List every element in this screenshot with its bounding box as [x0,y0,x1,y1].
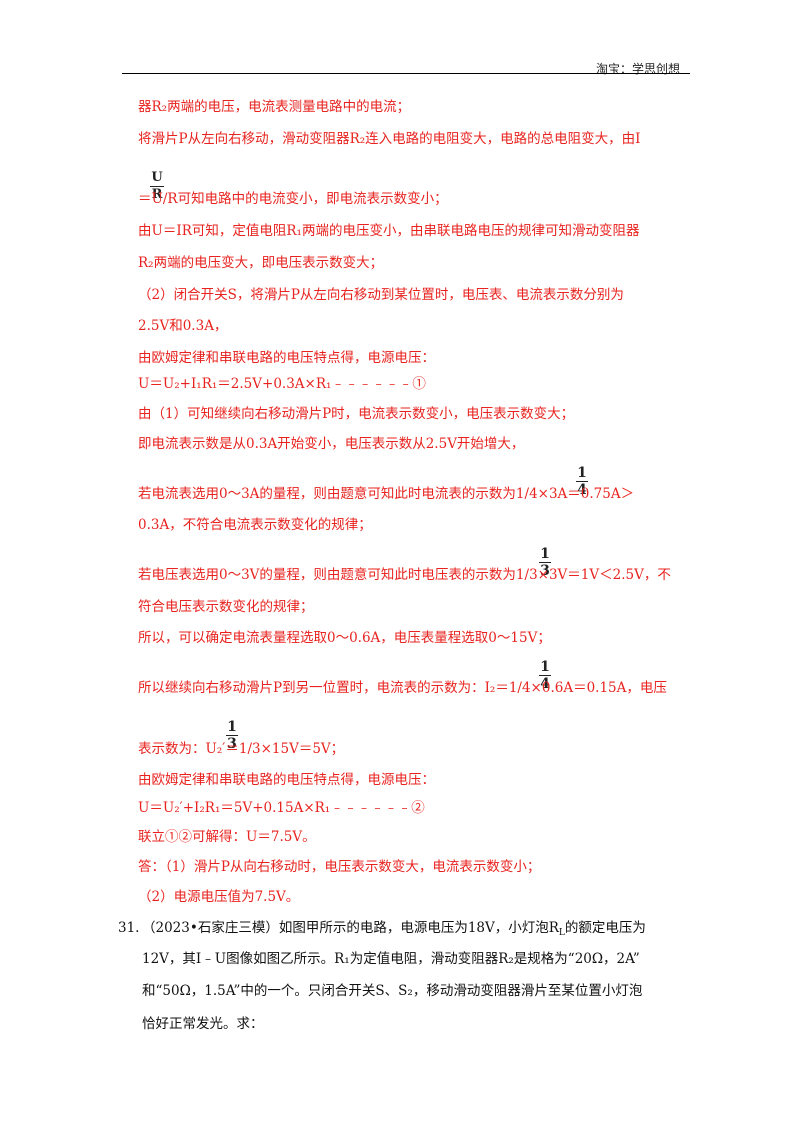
solution-line: 所以，可以确定电流表量程选取0～0.6A，电压表量程选取0～15V； [138,630,551,646]
question-line-text: （2023•石家庄三模）如图甲所示的电路，电源电压为18V，小灯泡R [142,920,559,936]
fraction-numerator: 1 [540,546,550,562]
question-line: 12V，其I﹣U图像如图乙所示。R₁为定值电阻，滑动变阻器R₂是规格为“20Ω，… [142,951,640,967]
solution-line: 由（1）可知继续向右移动滑片P时，电流表示数变小，电压表示数变大； [138,406,575,422]
fraction-u-over-r: U R [150,171,164,202]
solution-line: 若电流表选用0～3A的量程，则由题意可知此时电流表的示数为1/4×3A＝0.75… [138,486,635,502]
solution-line: 由U＝IR可知，定值电阻R₁两端的电压变小，由串联电路电压的规律可知滑动变阻器 [138,223,640,239]
page-header-brand: 淘宝：学思创想 [596,62,681,76]
answer-line: （2）电源电压值为7.5V。 [138,889,300,905]
fraction-one-quarter: 1 4 [539,660,551,691]
fraction-numerator: 1 [577,465,587,481]
fraction-bar [576,481,588,482]
solution-line: 联立①②可解得：U＝7.5V。 [138,829,316,845]
solution-line: 由欧姆定律和串联电路的电压特点得，电源电压： [138,772,435,788]
solution-line: 符合电压表示数变化的规律； [138,599,314,615]
fraction-one-third: 1 3 [539,547,551,578]
question-line-tail: 的额定电压为 [564,920,646,936]
question-line: 和“50Ω，1.5A”中的一个。只闭合开关S、S₂，移动滑动变阻器滑片至某位置小… [142,983,643,999]
fraction-denominator: 3 [227,736,237,752]
question-line: 恰好正常发光。求： [142,1016,264,1032]
solution-line: 表示数为：U₂′＝1/3×15V＝5V； [138,741,345,757]
fraction-bar [226,735,238,736]
equation-line: U＝U₂+I₁R₁＝2.5V+0.3A×R₁﹣﹣﹣﹣﹣﹣① [138,376,426,392]
solution-line: 若电压表选用0～3V的量程，则由题意可知此时电压表的示数为1/3×3V＝1V＜2… [138,567,671,583]
fraction-bar [539,675,551,676]
solution-line: （2）闭合开关S，将滑片P从左向右移动到某位置时，电压表、电流表示数分别为 [138,287,624,303]
solution-line: 器R₂两端的电压，电流表测量电路中的电流； [138,99,411,115]
fraction-denominator: 3 [540,563,550,579]
solution-line: 2.5V和0.3A， [138,318,228,334]
question-number: 31. [118,920,140,936]
fraction-one-quarter: 1 4 [576,466,588,497]
fraction-numerator: 1 [540,659,550,675]
fraction-bar [150,186,164,187]
question-line: （2023•石家庄三模）如图甲所示的电路，电源电压为18V，小灯泡RL的额定电压… [142,918,646,943]
fraction-denominator: R [151,187,163,202]
fraction-numerator: 1 [227,719,237,735]
fraction-bar [539,562,551,563]
answer-line: 答：（1）滑片P从向右移动时，电压表示数变大，电流表示数变小； [138,859,541,875]
fraction-one-third: 1 3 [226,720,238,751]
fraction-denominator: 4 [540,676,550,692]
solution-line: 0.3A，不符合电流表示数变化的规律； [138,517,372,533]
equation-line: U＝U₂′+I₂R₁＝5V+0.15A×R₁﹣﹣﹣﹣﹣﹣② [138,800,425,816]
fraction-denominator: 4 [577,482,587,498]
subscript-l: L [558,928,565,938]
solution-line: R₂两端的电压变大，即电压表示数变大； [138,255,384,271]
fraction-numerator: U [151,170,163,185]
solution-line: 即电流表示数是从0.3A开始变小，电压表示数从2.5V开始增大， [138,436,525,452]
solution-line: 由欧姆定律和串联电路的电压特点得，电源电压： [138,350,435,366]
solution-line: ＝U/R可知电路中的电流变小，即电流表示数变小； [138,191,448,207]
solution-line: 所以继续向右移动滑片P到另一位置时，电流表的示数为：I₂＝1/4×0.6A＝0.… [138,680,667,696]
solution-line: 将滑片P从左向右移动，滑动变阻器R₂连入电路的电阻变大，电路的总电阻变大，由I [138,131,641,147]
header-rule [122,73,690,74]
